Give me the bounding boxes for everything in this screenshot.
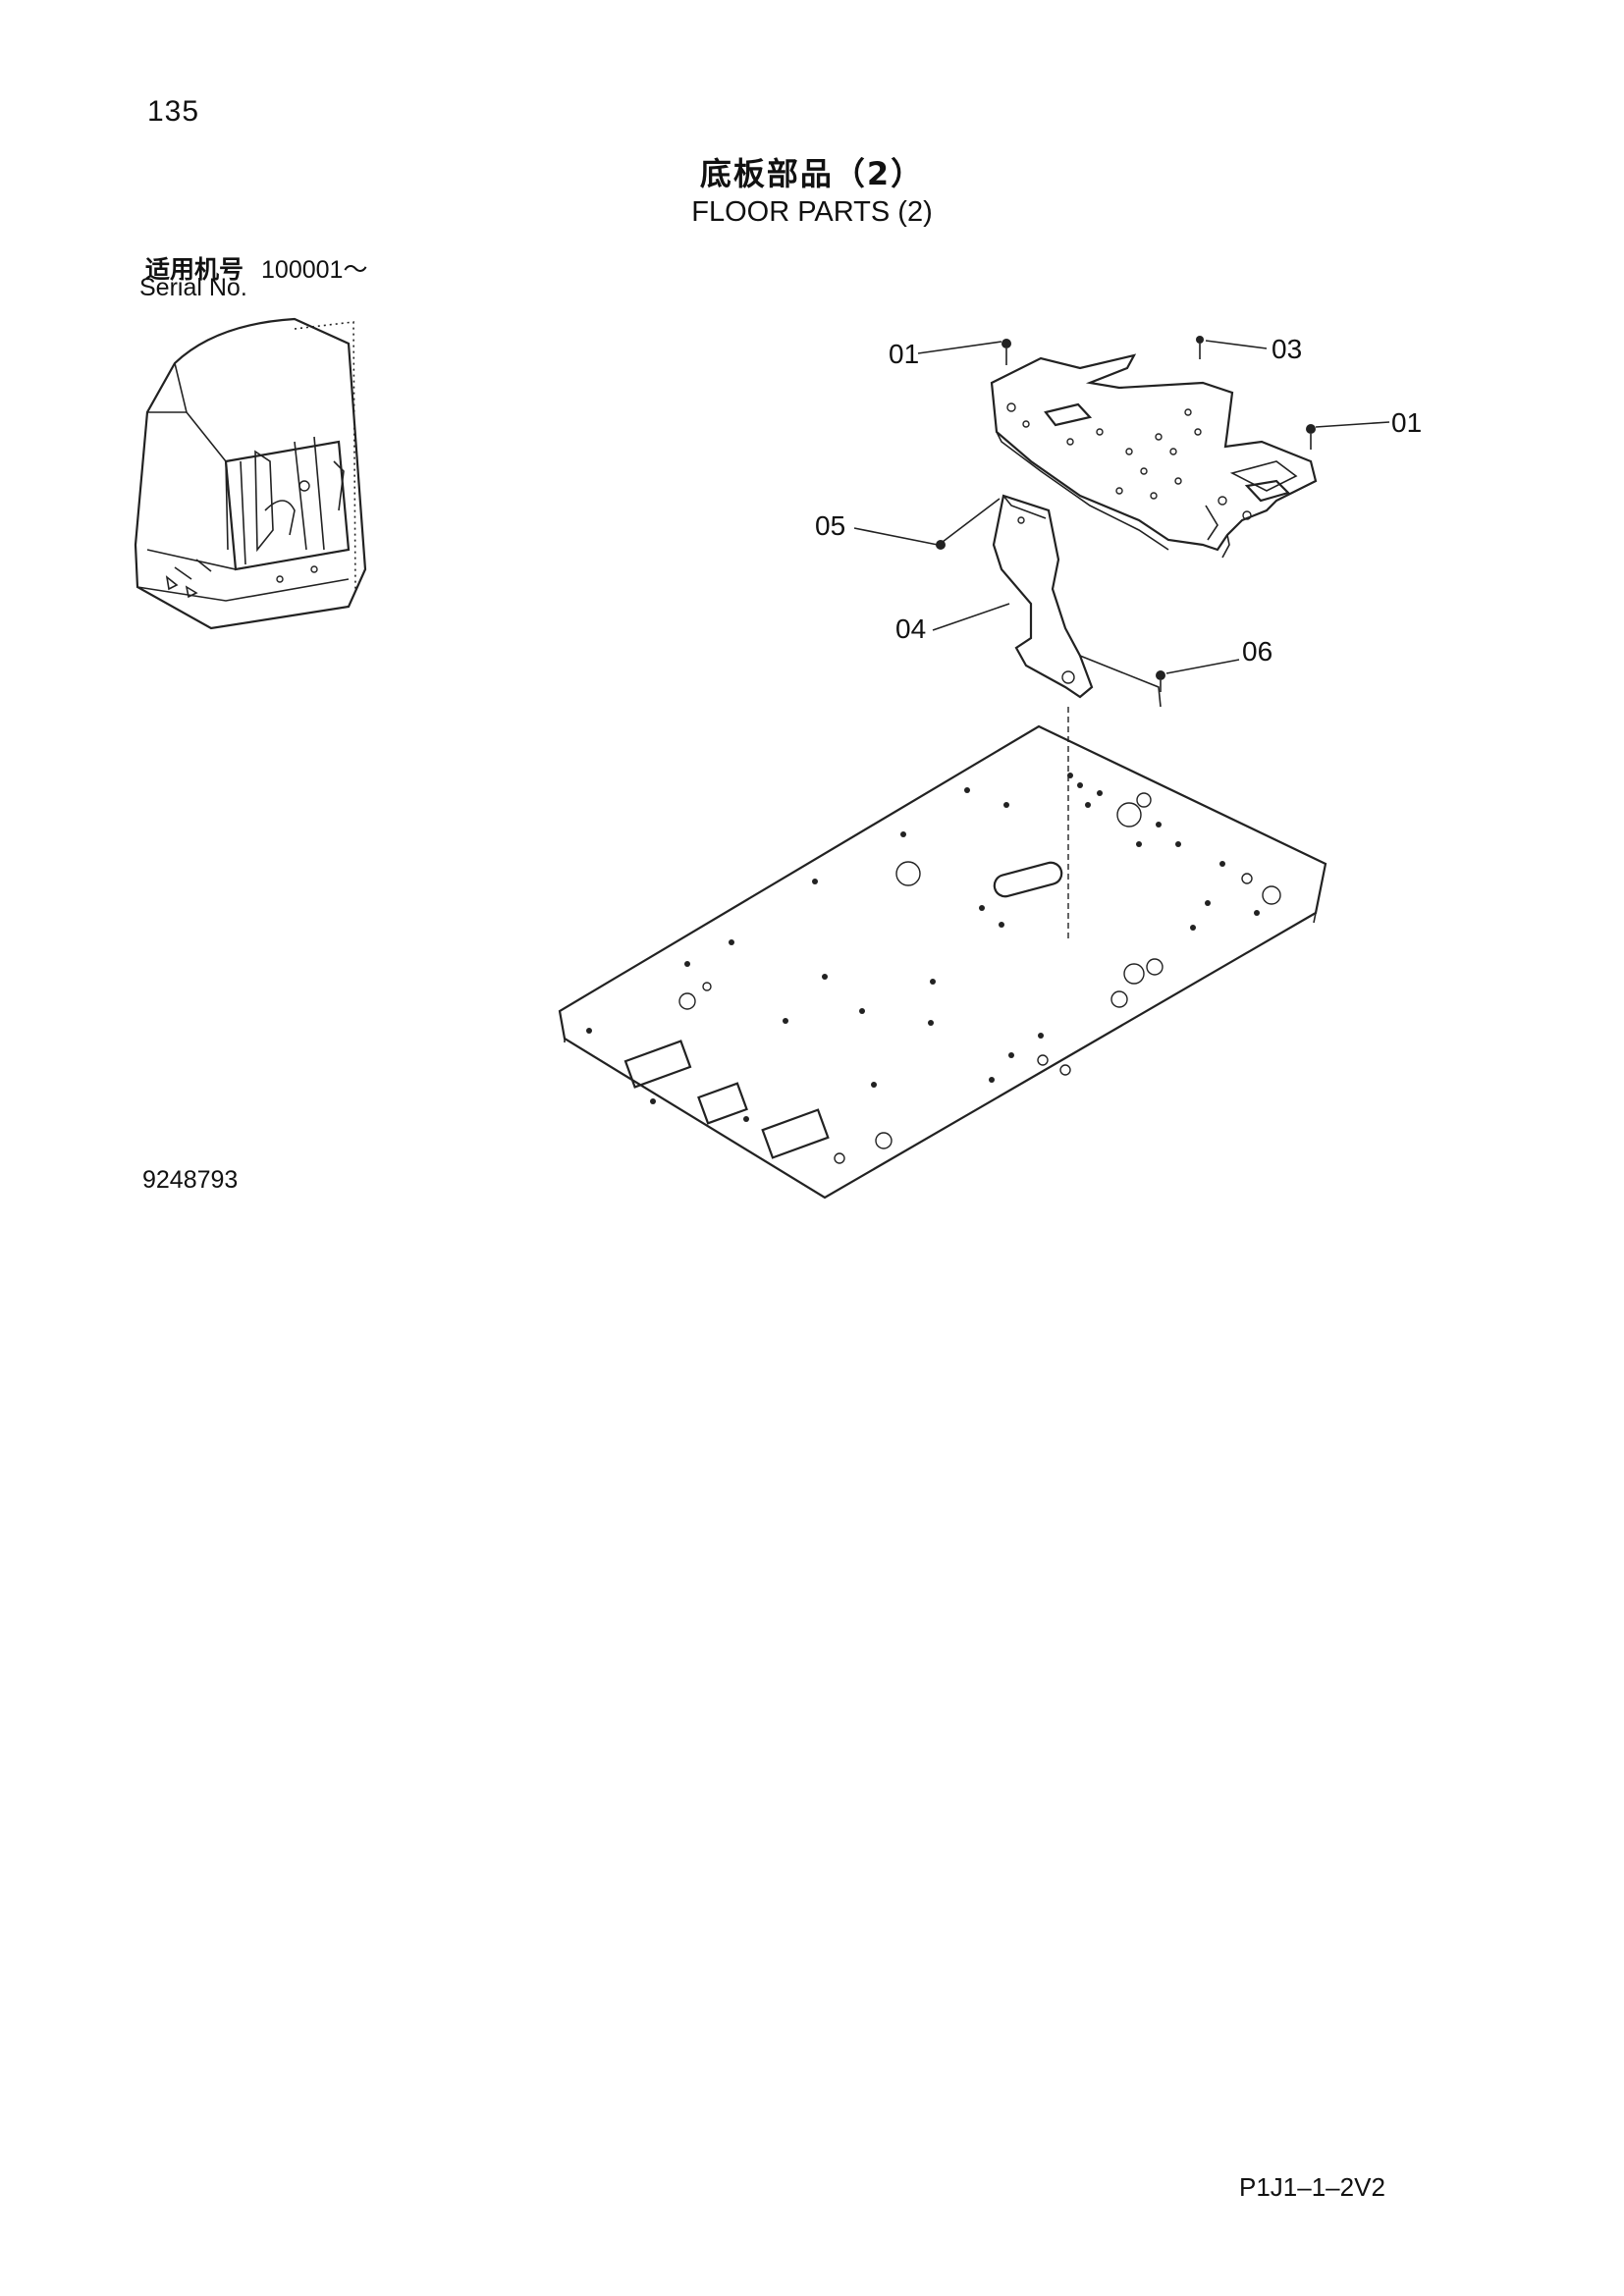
upper-plate-part-03 xyxy=(990,353,1318,559)
callout-04: 04 xyxy=(895,614,926,644)
bolt-01b-icon xyxy=(1306,424,1316,434)
cab-locator-thumbnail xyxy=(134,317,367,630)
bolt-06-icon xyxy=(1156,670,1165,680)
page-code: P1J1–1–2V2 xyxy=(1239,2172,1385,2202)
page-number: 135 xyxy=(147,95,200,128)
callout-01b: 01 xyxy=(1391,407,1422,438)
bolt-03-icon xyxy=(1196,336,1204,344)
fasteners xyxy=(936,336,1316,692)
callout-06: 06 xyxy=(1242,636,1272,667)
callout-01a: 01 xyxy=(889,339,919,369)
serial-label-cn-text: 适用机号 xyxy=(145,255,244,284)
title-english: FLOOR PARTS (2) xyxy=(691,196,933,228)
drawing-number: 9248793 xyxy=(142,1166,239,1194)
callout-05: 05 xyxy=(815,510,845,541)
serial-range: 100001～ xyxy=(261,256,368,284)
leader-lines xyxy=(853,340,1390,674)
title-chinese: 底板部品（2） xyxy=(699,155,925,192)
bracket-part-04 xyxy=(992,494,1162,708)
bolt-01a-icon xyxy=(1001,339,1011,348)
callout-03: 03 xyxy=(1272,334,1302,364)
serial-label-english: Serial No. xyxy=(139,274,247,301)
serial-label-chinese: 适用机号 100001～ xyxy=(145,250,367,286)
floor-plate xyxy=(558,724,1327,1200)
